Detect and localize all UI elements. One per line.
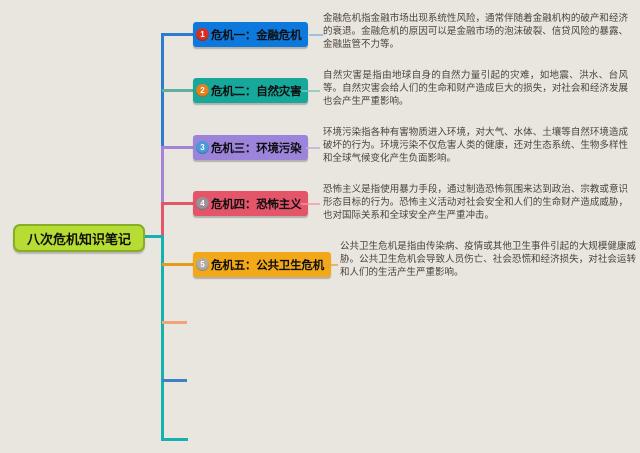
topic-note-environmental-pollution[interactable]: 环境污染指各种有害物质进入环境，对大气、水体、土壤等自然环境造成破坏的行为。环境… bbox=[323, 127, 628, 164]
trunk-segment-lower bbox=[161, 236, 164, 441]
root-node[interactable]: 八次危机知识笔记 bbox=[13, 224, 146, 252]
root-connector-line bbox=[136, 235, 163, 238]
note-connector bbox=[301, 203, 320, 205]
trunk-foot-elbow bbox=[161, 438, 188, 441]
branch-connector bbox=[162, 33, 194, 36]
branch-connector bbox=[162, 89, 194, 92]
topic-note-public-health-crisis[interactable]: 公共卫生危机是指由传染病、疫情或其他卫生事件引起的大规模健康威胁。公共卫生危机会… bbox=[340, 241, 636, 278]
priority-4-icon: 4 bbox=[196, 197, 209, 210]
topic-node-natural-disaster[interactable]: 2 危机二：自然灾害 bbox=[193, 78, 309, 103]
topic-label: 危机三：环境污染 bbox=[211, 142, 302, 155]
topic-note-terrorism[interactable]: 恐怖主义是指使用暴力手段，通过制造恐怖氛围来达到政治、宗教或意识形态目标的行为。… bbox=[323, 184, 628, 221]
topic-label: 危机一：金融危机 bbox=[211, 29, 302, 42]
trunk-segment-mid-purple bbox=[161, 146, 164, 204]
note-connector bbox=[325, 264, 338, 266]
topic-label: 危机四：恐怖主义 bbox=[211, 198, 302, 211]
priority-2-icon: 2 bbox=[196, 84, 209, 97]
topic-node-financial-crisis[interactable]: 1 危机一：金融危机 bbox=[193, 22, 309, 47]
branch-connector bbox=[162, 202, 194, 205]
priority-1-icon: 1 bbox=[196, 28, 209, 41]
topic-label: 危机二：自然灾害 bbox=[211, 85, 302, 98]
topic-node-environmental-pollution[interactable]: 3 危机三：环境污染 bbox=[193, 135, 309, 160]
priority-3-icon: 3 bbox=[196, 141, 209, 154]
topic-node-public-health-crisis[interactable]: 5 危机五：公共卫生危机 bbox=[193, 252, 331, 277]
note-connector bbox=[306, 147, 320, 149]
note-connector bbox=[309, 34, 323, 36]
topic-note-natural-disaster[interactable]: 自然灾害是指由地球自身的自然力量引起的灾难，如地震、洪水、台风等。自然灾害会给人… bbox=[323, 70, 628, 107]
priority-5-icon: 5 bbox=[196, 258, 209, 271]
root-node-label: 八次危机知识笔记 bbox=[27, 231, 132, 247]
collapsed-branch-stub bbox=[162, 321, 187, 324]
topic-node-terrorism[interactable]: 4 危机四：恐怖主义 bbox=[193, 191, 309, 216]
trunk-segment-mid-crimson bbox=[161, 202, 164, 238]
topic-note-financial-crisis[interactable]: 金融危机指金融市场出现系统性风险，通常伴随着金融机构的破产和经济的衰退。金融危机… bbox=[323, 13, 628, 50]
topic-label: 危机五：公共卫生危机 bbox=[211, 259, 324, 272]
branch-connector bbox=[162, 263, 194, 266]
branch-connector bbox=[162, 146, 194, 149]
note-connector bbox=[301, 90, 320, 92]
collapsed-branch-stub bbox=[162, 379, 187, 382]
